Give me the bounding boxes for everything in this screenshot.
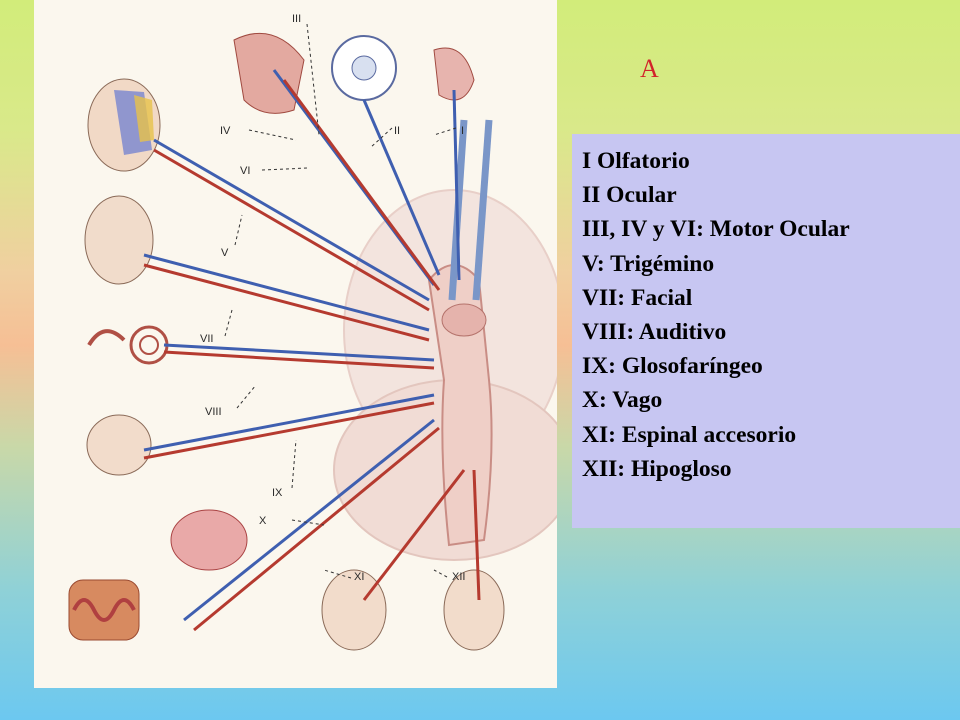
cranial-nerves-illustration: III IV VI II I V VII VIII IX X XI XII <box>34 0 557 688</box>
face-sketch-ix <box>86 414 152 476</box>
head-sketch-v <box>87 78 161 172</box>
legend-list: I Olfatorio II Ocular III, IV y VI: Moto… <box>572 134 960 486</box>
label-ii: II <box>394 125 400 137</box>
cranial-nerves-svg: III IV VI II I V VII VIII IX X XI XII <box>68 13 557 651</box>
label-ix: IX <box>272 487 283 499</box>
label-vii: VII <box>200 333 213 345</box>
head-sketch-vii <box>84 195 154 285</box>
label-iv: IV <box>220 125 231 137</box>
head-sketch-xii <box>443 569 505 651</box>
label-v: V <box>221 247 229 259</box>
label-xii: XII <box>452 571 465 583</box>
legend-item-i: I Olfatorio <box>582 148 690 174</box>
legend-item-x: X: Vago <box>582 387 663 414</box>
legend-item-ix: IX: Glosofaríngeo <box>582 353 763 380</box>
label-xi: XI <box>354 571 364 583</box>
legend-item-iii-iv-vi: III, IV y VI: Motor Ocular <box>582 216 850 243</box>
legend-item-vii: VII: Facial <box>582 284 693 311</box>
label-iii: III <box>292 13 301 25</box>
pons-detail <box>441 303 487 337</box>
label-i: I <box>461 125 464 137</box>
leader-lines <box>224 23 457 579</box>
cranial-nerves-legend: I Olfatorio II Ocular III, IV y VI: Moto… <box>572 134 960 528</box>
eye-sketch-ii <box>331 35 397 101</box>
label-x: X <box>259 515 267 527</box>
legend-item-v: V: Trigémino <box>582 250 715 277</box>
label-viii: VIII <box>205 406 222 418</box>
olfactory-tract-right <box>472 119 493 301</box>
orbit-sketch-iii <box>233 32 305 114</box>
label-vi: VI <box>240 165 250 177</box>
nerve-fibers <box>143 69 481 632</box>
brainstem <box>427 264 493 547</box>
organs-sketch-x <box>68 509 248 641</box>
legend-item-xii: XII: Hipogloso <box>582 455 732 482</box>
nose-sketch-i <box>433 47 475 101</box>
legend-item-ii: II Ocular <box>582 182 677 209</box>
section-letter: A <box>640 54 659 83</box>
legend-item-viii: VIII: Auditivo <box>582 319 727 346</box>
ear-sketch-viii <box>87 325 169 365</box>
legend-item-xi: XI: Espinal accesorio <box>582 421 797 448</box>
